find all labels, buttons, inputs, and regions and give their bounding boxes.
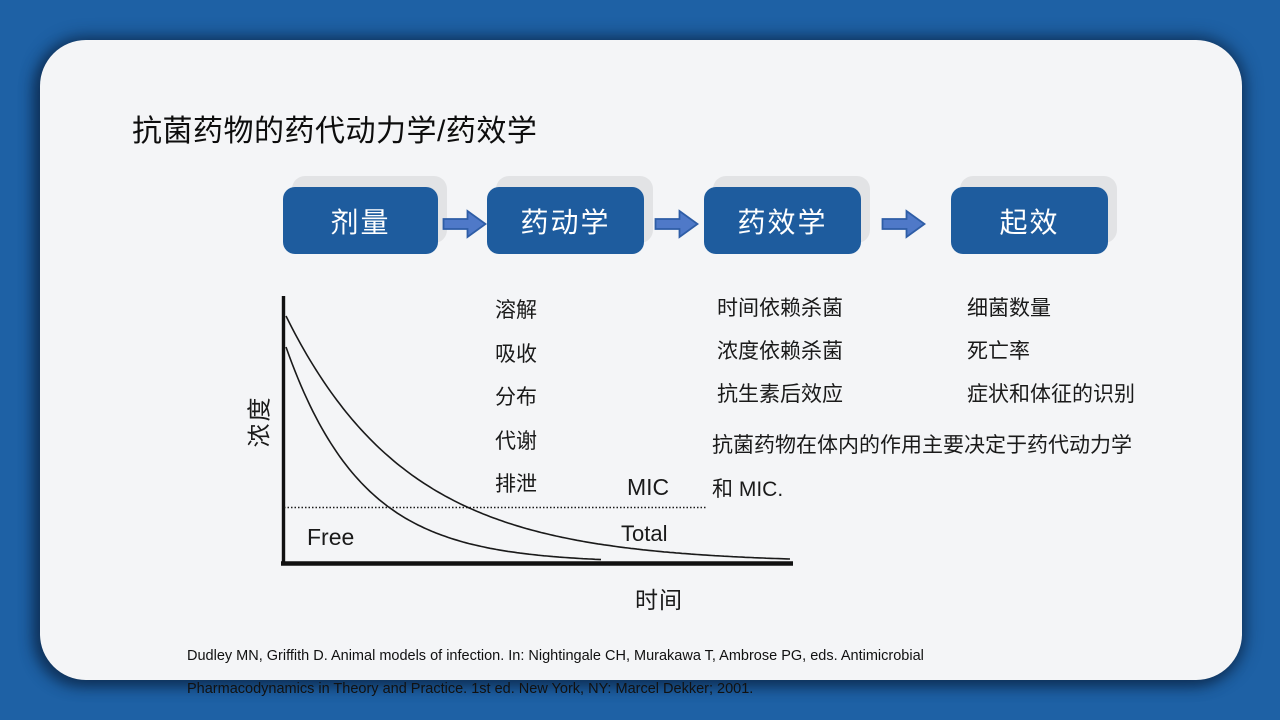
total-curve-label: Total bbox=[621, 521, 668, 546]
flow-box-label: 药动学 bbox=[487, 187, 644, 254]
slide-card: 抗菌药物的药代动力学/药效学 剂量 药动学 药效学 起效 bbox=[40, 40, 1242, 697]
list-item: 吸收 bbox=[495, 342, 537, 366]
list-item: 时间依赖杀菌 bbox=[717, 297, 843, 320]
note-line: 抗菌药物在体内的作用主要决定于药代动力学 bbox=[712, 434, 1132, 457]
list-item: 症状和体征的识别 bbox=[967, 383, 1135, 406]
list-item: 死亡率 bbox=[967, 340, 1030, 363]
flow-box-pharmacokinetics: 药动学 bbox=[487, 176, 653, 254]
right-arrow-icon bbox=[654, 209, 699, 239]
list-item: 细菌数量 bbox=[967, 297, 1051, 320]
flow-box-label: 药效学 bbox=[704, 187, 861, 254]
list-item: 溶解 bbox=[495, 299, 537, 322]
flow-box-label: 剂量 bbox=[283, 187, 438, 254]
note-line: 和 MIC. bbox=[712, 477, 784, 501]
citation-line: Dudley MN, Griffith D. Animal models of … bbox=[187, 648, 924, 664]
list-item: 浓度依赖杀菌 bbox=[717, 340, 843, 363]
slide-title: 抗菌药物的药代动力学/药效学 bbox=[132, 115, 538, 148]
pd-items-list: 时间依赖杀菌 浓度依赖杀菌 抗生素后效应 bbox=[717, 287, 843, 416]
list-item: 分布 bbox=[495, 386, 537, 409]
list-item: 抗生素后效应 bbox=[717, 383, 843, 406]
flow-box-pharmacodynamics: 药效学 bbox=[704, 176, 870, 254]
flow-box-dose: 剂量 bbox=[283, 176, 447, 254]
right-arrow-icon bbox=[881, 209, 926, 239]
chart-x-axis-label: 时间 bbox=[635, 587, 683, 613]
flow-box-label: 起效 bbox=[951, 187, 1108, 254]
mic-line-label: MIC bbox=[627, 474, 670, 500]
citation-line: Pharmacodynamics in Theory and Practice.… bbox=[187, 680, 754, 697]
list-item: 代谢 bbox=[495, 429, 537, 453]
list-item: 排泄 bbox=[495, 473, 537, 496]
right-arrow-icon bbox=[442, 209, 487, 239]
flow-box-effect: 起效 bbox=[951, 176, 1117, 254]
note-text: 抗菌药物在体内的作用主要决定于药代动力学 和 MIC. bbox=[712, 424, 1132, 511]
chart-y-axis-label: 浓度 bbox=[246, 395, 274, 448]
pk-steps-list: 溶解 吸收 分布 代谢 排泄 bbox=[495, 289, 537, 507]
free-curve-label: Free bbox=[307, 524, 355, 550]
outcome-items-list: 细菌数量 死亡率 症状和体征的识别 bbox=[967, 287, 1135, 416]
citation: Dudley MN, Griffith D. Animal models of … bbox=[187, 640, 924, 705]
